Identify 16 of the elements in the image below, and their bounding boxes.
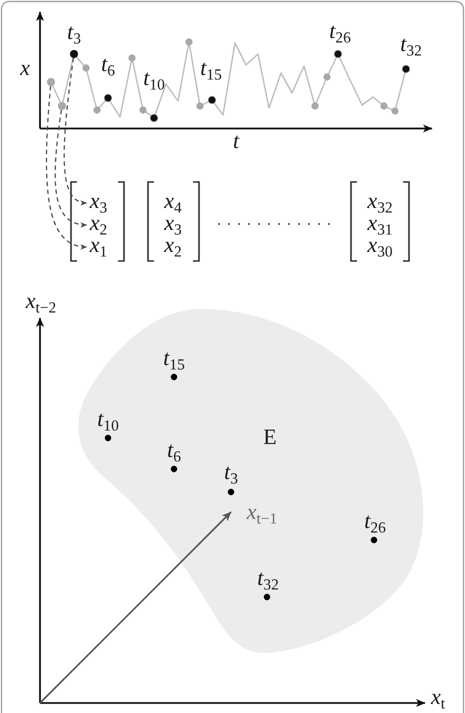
point-label: t$_{32}$ <box>257 565 279 595</box>
axis-label: x$_{t−1}$ <box>246 499 278 529</box>
axis-label: x$_{t}$ <box>430 684 446 713</box>
point-label: t$_{15}$ <box>163 345 185 375</box>
axis-label: t <box>232 128 240 154</box>
point-label: t$_{10}$ <box>97 406 119 436</box>
point-label: t$_{26}$ <box>364 508 386 538</box>
dashed-arrow <box>54 110 88 228</box>
dashed-arrow <box>46 86 88 249</box>
vector-entry: x$_{4}$ <box>164 188 182 218</box>
axis-label: x <box>20 54 30 82</box>
point-label: t$_{6}$ <box>167 437 181 467</box>
axis-label: x$_{t−2}$ <box>26 288 56 318</box>
vector-entry: x$_{3}$ <box>86 188 108 218</box>
point-label: t$_{3}$ <box>224 459 238 489</box>
region-label: E <box>263 424 277 450</box>
